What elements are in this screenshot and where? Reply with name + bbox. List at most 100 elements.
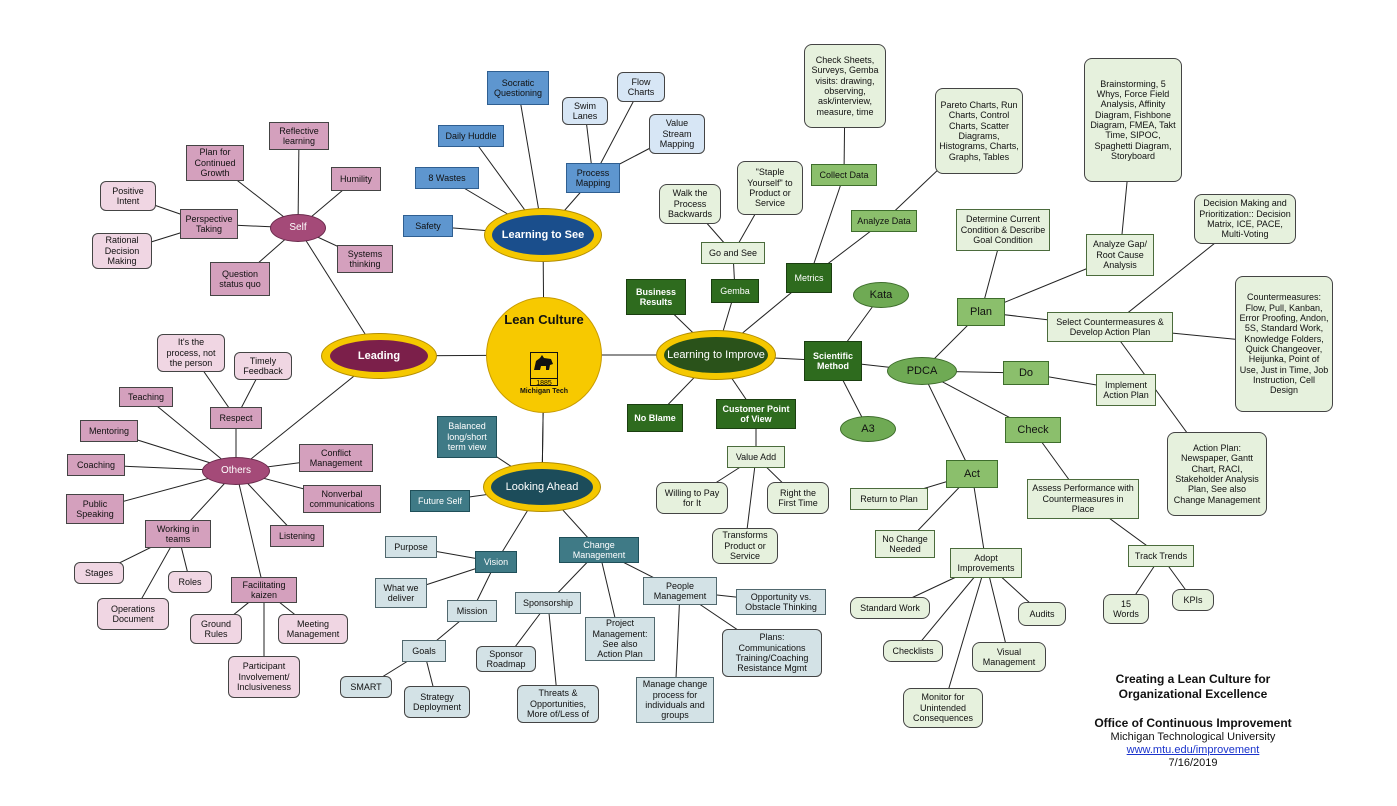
pdca-hub: PDCA: [887, 357, 957, 385]
humility-node: Humility: [331, 167, 381, 191]
monitor-unintended-node: Monitor for Unintended Consequences: [903, 688, 983, 728]
michigan-tech-logo: 1885: [530, 352, 558, 389]
adopt-improvements-node: Adopt Improvements: [950, 548, 1022, 578]
visual-management-node: Visual Management: [972, 642, 1046, 672]
track-trends-node: Track Trends: [1128, 545, 1194, 567]
question-status-quo-node: Question status quo: [210, 262, 270, 296]
respect-node: Respect: [210, 407, 262, 429]
audits-node: Audits: [1018, 602, 1066, 626]
check-sheets-node: Check Sheets, Surveys, Gemba visits: dra…: [804, 44, 886, 128]
self-hub: Self: [270, 214, 326, 242]
connector-self-hub-to-reflective-learning-node: [297, 135, 300, 229]
willing-to-pay-node: Willing to Pay for It: [656, 482, 728, 514]
balanced-view-node: Balanced long/short term view: [437, 416, 497, 458]
connector-adopt-improvements-node-to-monitor-unintended-node: [942, 562, 987, 709]
strategy-deployment-node: Strategy Deployment: [404, 686, 470, 718]
coaching-node: Coaching: [67, 454, 125, 476]
working-in-teams-node: Working in teams: [145, 520, 211, 548]
select-countermeasures-node: Select Countermeasures & Develop Action …: [1047, 312, 1173, 342]
logo-text: Michigan Tech: [519, 388, 569, 395]
learning-to-see-hub: Learning to See: [492, 215, 594, 255]
flow-charts-node: Flow Charts: [617, 72, 665, 102]
plan-continued-growth-node: Plan for Continued Growth: [186, 145, 244, 181]
roles-node: Roles: [168, 571, 212, 593]
public-speaking-node: Public Speaking: [66, 494, 124, 524]
checklists-node: Checklists: [883, 640, 943, 662]
no-blame-node: No Blame: [627, 404, 683, 432]
footer-title-line2: Organizational Excellence: [1118, 687, 1268, 701]
pareto-charts-node: Pareto Charts, Run Charts, Control Chart…: [935, 88, 1023, 174]
collect-data-node: Collect Data: [811, 164, 877, 186]
connector-adopt-improvements-node-to-visual-management-node: [985, 562, 1010, 658]
countermeasures-node: Countermeasures: Flow, Pull, Kanban, Err…: [1235, 276, 1333, 412]
eight-wastes-node: 8 Wastes: [415, 167, 479, 189]
do-node: Do: [1003, 361, 1049, 385]
transforms-product-node: Transforms Product or Service: [712, 528, 778, 564]
vision-node: Vision: [475, 551, 517, 573]
footer-title-line1: Creating a Lean Culture for: [1115, 672, 1271, 686]
standard-work-node: Standard Work: [850, 597, 930, 619]
mission-node: Mission: [447, 600, 497, 622]
looking-ahead-hub: Looking Ahead: [491, 469, 593, 505]
meeting-management-node: Meeting Management: [278, 614, 348, 644]
timely-feedback-node: Timely Feedback: [234, 352, 292, 380]
decision-making-node: Decision Making and Prioritization:: Dec…: [1194, 194, 1296, 244]
safety-node: Safety: [403, 215, 453, 237]
analyze-data-node: Analyze Data: [851, 210, 917, 232]
determine-current-condition-node: Determine Current Condition & Describe G…: [956, 209, 1050, 251]
brainstorming-node: Brainstorming, 5 Whys, Force Field Analy…: [1084, 58, 1182, 182]
participant-involvement-node: Participant Involvement/ Inclusiveness: [228, 656, 300, 698]
others-hub: Others: [202, 457, 270, 485]
process-mapping-node: Process Mapping: [566, 163, 620, 193]
manage-change-process-node: Manage change process for individuals an…: [636, 677, 714, 723]
positive-intent-node: Positive Intent: [100, 181, 156, 211]
footer-office: Office of Continuous Improvement: [1094, 716, 1292, 730]
right-first-time-node: Right the First Time: [767, 482, 829, 514]
conflict-management-node: Conflict Management: [299, 444, 373, 472]
scientific-method-node: Scientific Method: [804, 341, 862, 381]
smart-node: SMART: [340, 676, 392, 698]
a3-hub: A3: [840, 416, 896, 442]
stages-node: Stages: [74, 562, 124, 584]
change-management-node: Change Management: [559, 537, 639, 563]
value-add-node: Value Add: [727, 446, 785, 468]
opportunity-vs-obstacle-node: Opportunity vs. Obstacle Thinking: [736, 589, 826, 615]
nonverbal-communications-node: Nonverbal communications: [303, 485, 381, 513]
kata-hub: Kata: [853, 282, 909, 308]
connector-pdca-hub-to-act-node: [921, 370, 973, 475]
logo-year: 1885: [531, 378, 557, 389]
learning-to-improve-hub: Learning to Improve: [664, 337, 768, 373]
plans-communications-node: Plans: Communications Training/Coaching …: [722, 629, 822, 677]
people-management-node: People Management: [643, 577, 717, 605]
plan-node: Plan: [957, 298, 1005, 326]
walk-process-backwards-node: Walk the Process Backwards: [659, 184, 721, 224]
operations-document-node: Operations Document: [97, 598, 169, 630]
connector-others-hub-to-facilitating-kaizen-node: [235, 470, 265, 591]
footer-url-link[interactable]: www.mtu.edu/improvement: [1126, 744, 1260, 756]
swim-lanes-node: Swim Lanes: [562, 97, 608, 125]
threats-opportunities-node: Threats & Opportunities, More of/Less of: [517, 685, 599, 723]
socratic-questioning-node: Socratic Questioning: [487, 71, 549, 105]
sponsorship-node: Sponsorship: [515, 592, 581, 614]
ground-rules-node: Ground Rules: [190, 614, 242, 644]
process-not-person-node: It's the process, not the person: [157, 334, 225, 372]
analyze-gap-node: Analyze Gap/ Root Cause Analysis: [1086, 234, 1154, 276]
daily-huddle-node: Daily Huddle: [438, 125, 504, 147]
customer-point-of-view-node: Customer Point of View: [716, 399, 796, 429]
sponsor-roadmap-node: Sponsor Roadmap: [476, 646, 536, 672]
future-self-node: Future Self: [410, 490, 470, 512]
act-node: Act: [946, 460, 998, 488]
perspective-taking-node: Perspective Taking: [180, 209, 238, 239]
footer-university: Michigan Technological University: [1110, 731, 1276, 743]
staple-yourself-node: "Staple Yourself" to Product or Service: [737, 161, 803, 215]
metrics-node: Metrics: [786, 263, 832, 293]
teaching-node: Teaching: [119, 387, 173, 407]
facilitating-kaizen-node: Facilitating kaizen: [231, 577, 297, 603]
goals-node: Goals: [402, 640, 446, 662]
kpis-node: KPIs: [1172, 589, 1214, 611]
systems-thinking-node: Systems thinking: [337, 245, 393, 273]
listening-node: Listening: [270, 525, 324, 547]
gemba-node: Gemba: [711, 279, 759, 303]
project-management-node: Project Management: See also Action Plan: [585, 617, 655, 661]
